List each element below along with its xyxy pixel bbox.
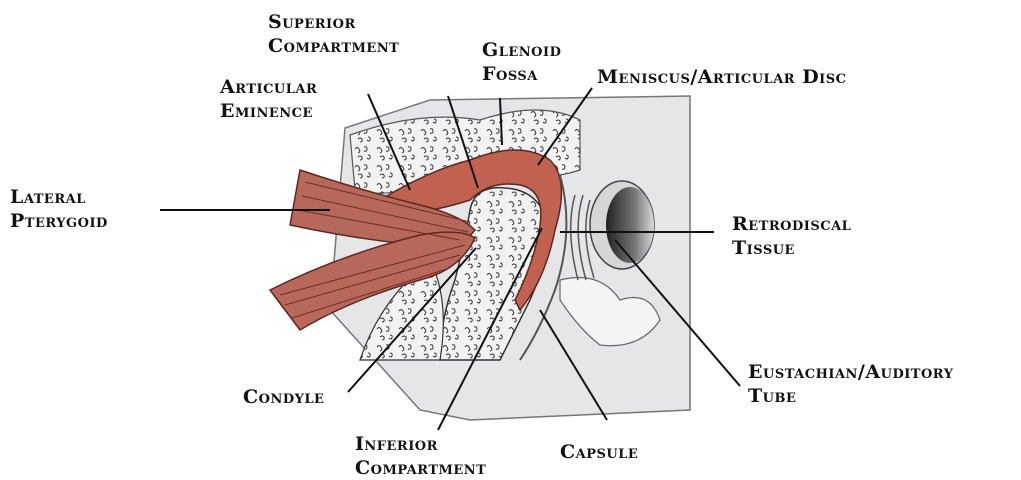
label-capsule: Capsule [560, 440, 638, 464]
label-meniscus: Meniscus/Articular Disc [597, 65, 847, 89]
eustachian-tube-shape [590, 181, 654, 269]
label-condyle: Condyle [243, 385, 324, 409]
